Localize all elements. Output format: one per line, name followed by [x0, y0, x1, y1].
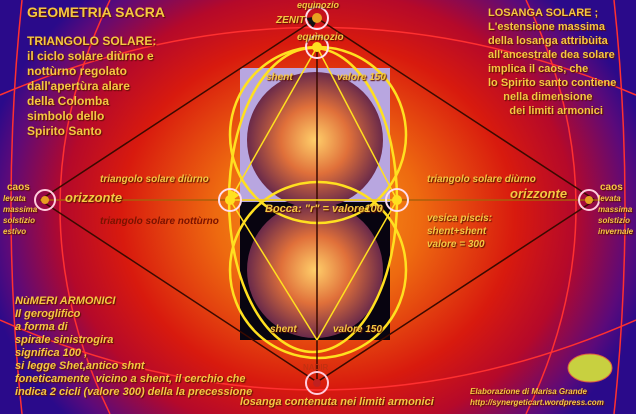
left-node	[218, 188, 242, 212]
caos-right-label: caos	[600, 182, 623, 193]
numeri-body: Il geroglifico a forma di spirale sinist…	[15, 308, 253, 398]
zenit-node	[305, 6, 329, 30]
equinozio-label: equìnozio	[297, 32, 344, 43]
orizzonte-right-label: orizzonte	[510, 186, 568, 201]
bocca-label: Bocca: "r" = valore100	[265, 203, 383, 215]
page-title: GEOMETRIA SACRA	[27, 4, 165, 20]
shent-top-label: shent	[266, 72, 293, 83]
diurno-left-label: triangolo solare diùrno	[100, 174, 209, 185]
numeri-heading: NùMERI ARMONICI	[15, 295, 116, 307]
estivo-label: levata massima solstizio estivo	[3, 194, 38, 236]
losanga-body: L'estensione massima della losanga attri…	[488, 21, 617, 117]
triangolo-heading: TRIANGOLO SOLARE:	[27, 34, 157, 48]
notturno-label: triangolo solare nottùrno	[100, 216, 219, 227]
equinozio-top-label: equìnozio	[297, 0, 339, 10]
dove-lower-disc	[247, 202, 383, 338]
caos-right-node	[578, 189, 600, 211]
shent-bottom-label: shent	[270, 324, 297, 335]
triangolo-body: il ciclo solare diùrno e nottùrno regola…	[27, 49, 154, 138]
yellow-rays	[228, 46, 398, 341]
valore150-bottom-label: valore 150	[333, 324, 382, 335]
logo	[567, 353, 613, 383]
right-node	[385, 188, 409, 212]
orizzonte-left-label: orizzonte	[65, 190, 123, 205]
diurno-right-label: triangolo solare diùrno	[427, 174, 536, 185]
diagonal-lines	[39, 16, 600, 383]
equinozio-node	[305, 35, 329, 59]
zenit-label: ZENIT	[276, 15, 305, 26]
losanga-bottom-label: losanga contenuta nei limiti armonici	[240, 396, 434, 408]
invernale-label: levata massima solstizio invernale	[598, 194, 634, 236]
nadir-label: NADIR	[303, 363, 329, 372]
credit-url[interactable]: http://synergeticart.wordpress.com	[470, 398, 604, 407]
valore150-top-label: valore 150	[337, 72, 386, 83]
dove-upper-disc	[247, 72, 383, 208]
caos-left-label: caos	[7, 182, 30, 193]
caos-left-node	[34, 189, 56, 211]
vesica-label: vesica piscis: shent+shent valore = 300	[427, 213, 493, 250]
nadir-node	[305, 371, 329, 395]
losanga-heading: LOSANGA SOLARE ;	[488, 7, 599, 19]
credit-author: Elaborazione di Marisa Grande	[470, 387, 587, 396]
nodes	[34, 6, 600, 395]
